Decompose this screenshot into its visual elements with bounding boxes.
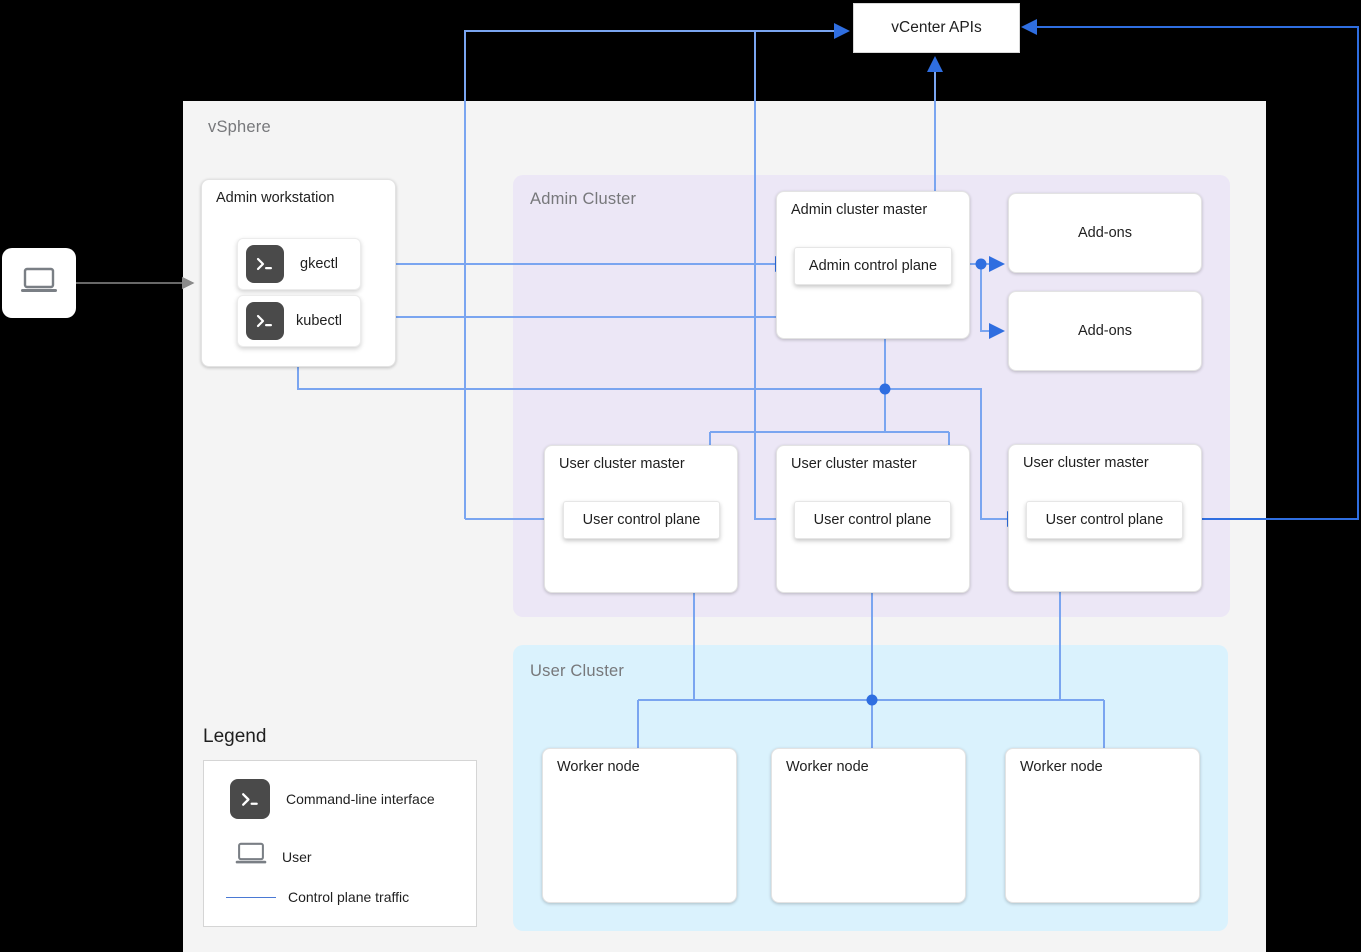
- laptop-icon: [234, 841, 268, 872]
- legend-label-user: User: [282, 848, 312, 865]
- user-actor-box[interactable]: [2, 248, 76, 318]
- admin-cluster-master-title: Admin cluster master: [791, 202, 928, 218]
- legend-box: Command-line interface User Control plan…: [203, 760, 477, 927]
- vsphere-zone-label: vSphere: [208, 118, 271, 136]
- addons-label-1: Add-ons: [1077, 225, 1132, 241]
- user-control-plane-1[interactable]: User control plane: [563, 501, 720, 539]
- user-cluster-label: User Cluster: [530, 662, 625, 680]
- legend-item-user: User: [234, 841, 312, 872]
- user-control-plane-2[interactable]: User control plane: [794, 501, 951, 539]
- vcenter-apis-box[interactable]: vCenter APIs: [853, 3, 1020, 53]
- legend-title: Legend: [203, 726, 267, 747]
- worker-node-card-1[interactable]: Worker node: [542, 748, 737, 903]
- vcenter-apis-label: vCenter APIs: [891, 19, 982, 36]
- worker-node-title-2: Worker node: [786, 759, 869, 775]
- terminal-icon: [246, 245, 284, 283]
- legend-label-traffic: Control plane traffic: [288, 889, 410, 905]
- user-control-plane-label-1: User control plane: [582, 512, 701, 528]
- user-cluster-master-title-2: User cluster master: [791, 456, 917, 472]
- legend-item-traffic: Control plane traffic: [226, 889, 409, 905]
- worker-node-card-3[interactable]: Worker node: [1005, 748, 1200, 903]
- addons-card-1[interactable]: Add-ons: [1008, 193, 1202, 273]
- line-swatch-icon: [226, 896, 276, 898]
- user-cluster-master-title-1: User cluster master: [559, 456, 685, 472]
- worker-node-card-2[interactable]: Worker node: [771, 748, 966, 903]
- tool-kubectl[interactable]: kubectl: [237, 295, 361, 347]
- addons-card-2[interactable]: Add-ons: [1008, 291, 1202, 371]
- user-cluster-master-title-3: User cluster master: [1023, 455, 1149, 471]
- admin-control-plane-label: Admin control plane: [808, 258, 938, 274]
- tool-kubectl-label: kubectl: [296, 313, 342, 329]
- user-control-plane-label-2: User control plane: [813, 512, 932, 528]
- admin-cluster-label: Admin Cluster: [530, 190, 637, 208]
- worker-node-title-3: Worker node: [1020, 759, 1103, 775]
- laptop-icon: [19, 266, 59, 301]
- addons-label-2: Add-ons: [1077, 323, 1132, 339]
- terminal-icon: [230, 779, 270, 819]
- tool-gkectl[interactable]: gkectl: [237, 238, 361, 290]
- user-control-plane-3[interactable]: User control plane: [1026, 501, 1183, 539]
- tool-gkectl-label: gkectl: [300, 256, 338, 272]
- legend-item-cli: Command-line interface: [230, 779, 435, 819]
- worker-node-title-1: Worker node: [557, 759, 640, 775]
- admin-control-plane[interactable]: Admin control plane: [794, 247, 952, 285]
- admin-workstation-title: Admin workstation: [216, 190, 335, 206]
- terminal-icon: [246, 302, 284, 340]
- user-control-plane-label-3: User control plane: [1045, 512, 1164, 528]
- legend-label-cli: Command-line interface: [286, 791, 435, 807]
